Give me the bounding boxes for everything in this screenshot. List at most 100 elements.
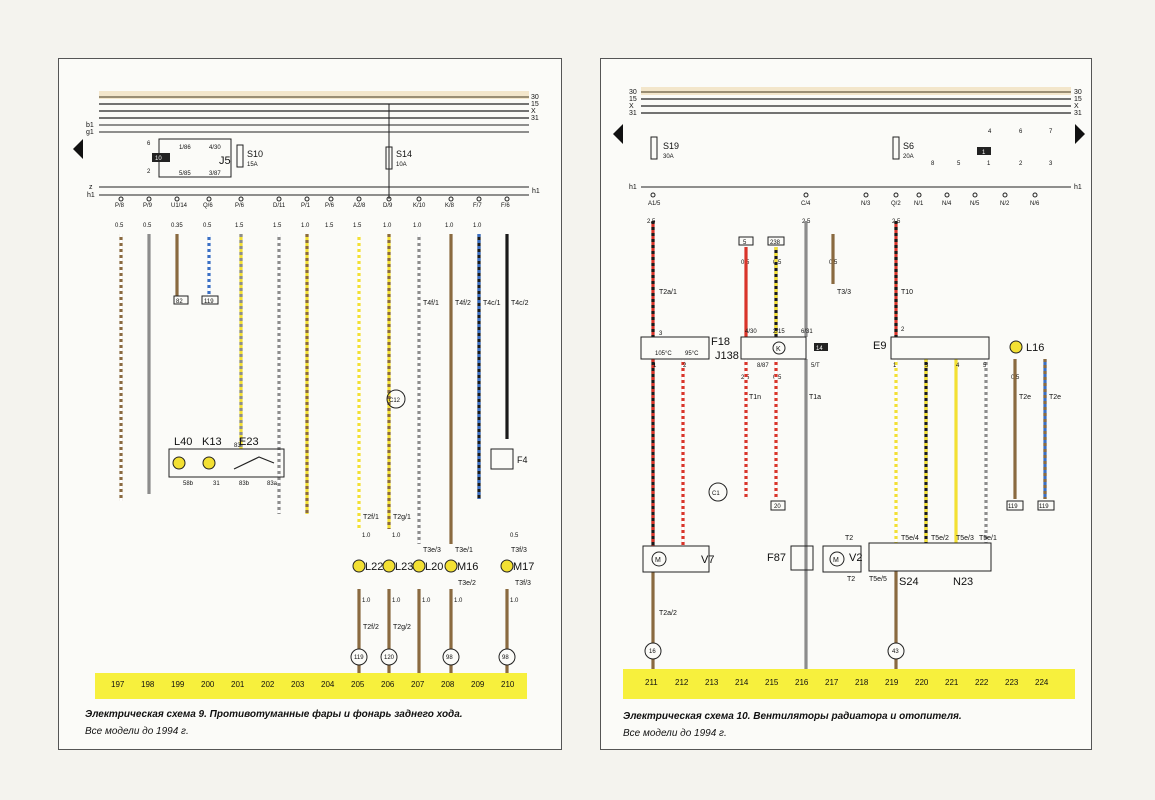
column-number-216: 216 xyxy=(795,678,809,687)
gauge-5: 1.5 xyxy=(273,223,282,229)
rail-label-31: 31 xyxy=(629,110,637,117)
connector-3: Q/6 xyxy=(203,203,213,209)
plug-2: T10 xyxy=(901,289,913,296)
gauge-2: 0.35 xyxy=(171,223,183,229)
ref-238: 238 xyxy=(770,240,781,246)
lower-gauge-6: 0.5 xyxy=(510,533,519,539)
connector-4: N/1 xyxy=(914,201,924,207)
diagram-page-9: 30 15 X 31 b1 g1 10 1/86 4/30 5/85 3/87 … xyxy=(58,58,562,750)
plug-14: T5e/5 xyxy=(869,576,887,583)
diagram-9-canvas: 30 15 X 31 b1 g1 10 1/86 4/30 5/85 3/87 … xyxy=(73,91,540,673)
gauge-7: 1.5 xyxy=(325,223,334,229)
rail-label-h1-left: h1 xyxy=(629,184,637,191)
plug-7: T3e/1 xyxy=(455,547,473,554)
terminal-7: 7 xyxy=(1049,129,1053,135)
lamp-k13-label: K13 xyxy=(202,436,222,448)
column-number-219: 219 xyxy=(885,678,899,687)
column-number-220: 220 xyxy=(915,678,929,687)
fuse-s14-value: 10A xyxy=(396,162,407,168)
fuse-s14: S14 10A xyxy=(385,104,412,199)
column-number-218: 218 xyxy=(855,678,869,687)
column-number-215: 215 xyxy=(765,678,779,687)
lower-gauge-5: 1.0 xyxy=(362,533,371,539)
pin-83a: 83a xyxy=(267,481,278,487)
ref-119-a: 119 xyxy=(1008,504,1018,510)
connector-1: P/9 xyxy=(143,203,153,209)
lamp-m16 xyxy=(444,559,458,573)
lamp-l22 xyxy=(352,559,366,573)
fuse-s19-name: S19 xyxy=(663,141,679,151)
e9-pin-4: 4 xyxy=(956,363,960,369)
column-number-204: 204 xyxy=(321,680,335,689)
e9-pin-1: 1 xyxy=(893,363,897,369)
ref-119: 119 xyxy=(204,299,214,305)
f18-pin-1: 1 xyxy=(653,363,657,369)
plug-5: T2e xyxy=(1019,394,1031,401)
v7-label: V7 xyxy=(701,554,714,566)
power-rails: 30 15 X 31 b1 g1 xyxy=(86,91,539,136)
plug-1: T3/3 xyxy=(837,289,851,296)
connector-6: P/1 xyxy=(301,203,311,209)
column-number-214: 214 xyxy=(735,678,749,687)
lamp-label-l20: L20 xyxy=(425,561,443,573)
relay-name: J5 xyxy=(219,155,231,167)
terminal-6: 6 xyxy=(1019,129,1023,135)
connector-11: K/8 xyxy=(445,203,455,209)
fuse-s19: S19 30A xyxy=(650,136,679,160)
gauge-10: 1.0 xyxy=(413,223,422,229)
connector-0: A1/5 xyxy=(648,201,661,207)
terminal-1: 1 xyxy=(987,161,991,167)
caption-subtitle: Все модели до 1994 г. xyxy=(85,726,189,737)
next-page-arrow-icon xyxy=(1075,124,1085,144)
ground-ref-98: 98 xyxy=(502,655,509,661)
switch-e23-label: E23 xyxy=(239,436,259,448)
terms-code: 1 xyxy=(982,150,986,156)
j138-pin-5t: 5/T xyxy=(811,363,820,369)
connector-10: K/10 xyxy=(413,203,426,209)
caption-title: Электрическая схема 10. Вентиляторы ради… xyxy=(623,711,962,722)
column-number-206: 206 xyxy=(381,680,395,689)
lower-gauge-0: 1.0 xyxy=(362,598,371,604)
connector-4: P/6 xyxy=(235,203,245,209)
connector-7: P/6 xyxy=(325,203,335,209)
switch-f87 xyxy=(790,545,814,571)
prev-page-arrow-icon xyxy=(613,124,623,144)
plug-11: T3e/2 xyxy=(458,580,476,587)
connector-9: D/9 xyxy=(383,203,393,209)
fuse-s6: S6 20A xyxy=(892,136,914,160)
j138-pin-215: 2/15 xyxy=(773,329,785,335)
pin-31: 31 xyxy=(213,481,220,487)
f18-pin-2: 2 xyxy=(683,363,687,369)
plug-13: T2 xyxy=(847,576,855,583)
svg-text:M: M xyxy=(833,557,839,564)
e9-pin-3: 3 xyxy=(925,363,929,369)
f18-temp-105: 105°C xyxy=(655,351,672,357)
lower-gauge-1: 1.0 xyxy=(392,598,401,604)
terminal-3: 3 xyxy=(1049,161,1053,167)
connector-labels: A1/5C/4N/3Q/2N/1N/4N/5N/2N/62.52.50.50.5… xyxy=(647,192,1040,381)
plug-0: T2a/1 xyxy=(659,289,677,296)
gauge-4: 1.5 xyxy=(235,223,244,229)
diagram-page-10: 30 15 X 31 30 15 X 31 S19 30A S6 20A 1 h… xyxy=(600,58,1092,750)
plug-7: T2a/2 xyxy=(659,610,677,617)
plug-12: T3f/3 xyxy=(515,580,531,587)
ground-ref-119: 119 xyxy=(354,655,364,661)
s24-label: S24 xyxy=(899,576,919,588)
relay-pin-387: 3/87 xyxy=(209,171,221,177)
column-number-202: 202 xyxy=(261,680,275,689)
pin-58b: 58b xyxy=(183,481,194,487)
rail-label-31-r: 31 xyxy=(1074,110,1082,117)
j138-label: J138 xyxy=(715,350,739,362)
switch-f4-label: F4 xyxy=(517,455,528,465)
terminal-4: 4 xyxy=(988,129,992,135)
plug-4: T2f/1 xyxy=(363,514,379,521)
wires xyxy=(651,221,1047,669)
gauge-0: 0.5 xyxy=(115,223,124,229)
rail-label-x-r: X xyxy=(1074,103,1079,110)
gauge-12: 1.0 xyxy=(473,223,482,229)
connector-5: D/11 xyxy=(273,203,286,209)
connector-12: F/7 xyxy=(473,203,482,209)
fuse-s19-value: 30A xyxy=(663,154,674,160)
